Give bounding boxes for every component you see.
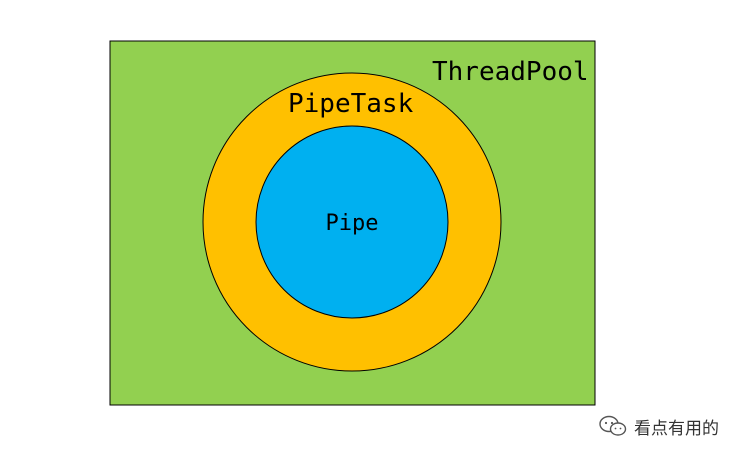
pipetask-label: PipeTask [288, 89, 414, 119]
watermark-text: 看点有用的 [634, 418, 719, 439]
threadpool-label: ThreadPool [432, 57, 589, 87]
watermark: 看点有用的 [598, 414, 719, 439]
pipe-label: Pipe [326, 211, 379, 236]
wechat-icon [599, 415, 627, 436]
pipe-circle [255, 125, 449, 319]
